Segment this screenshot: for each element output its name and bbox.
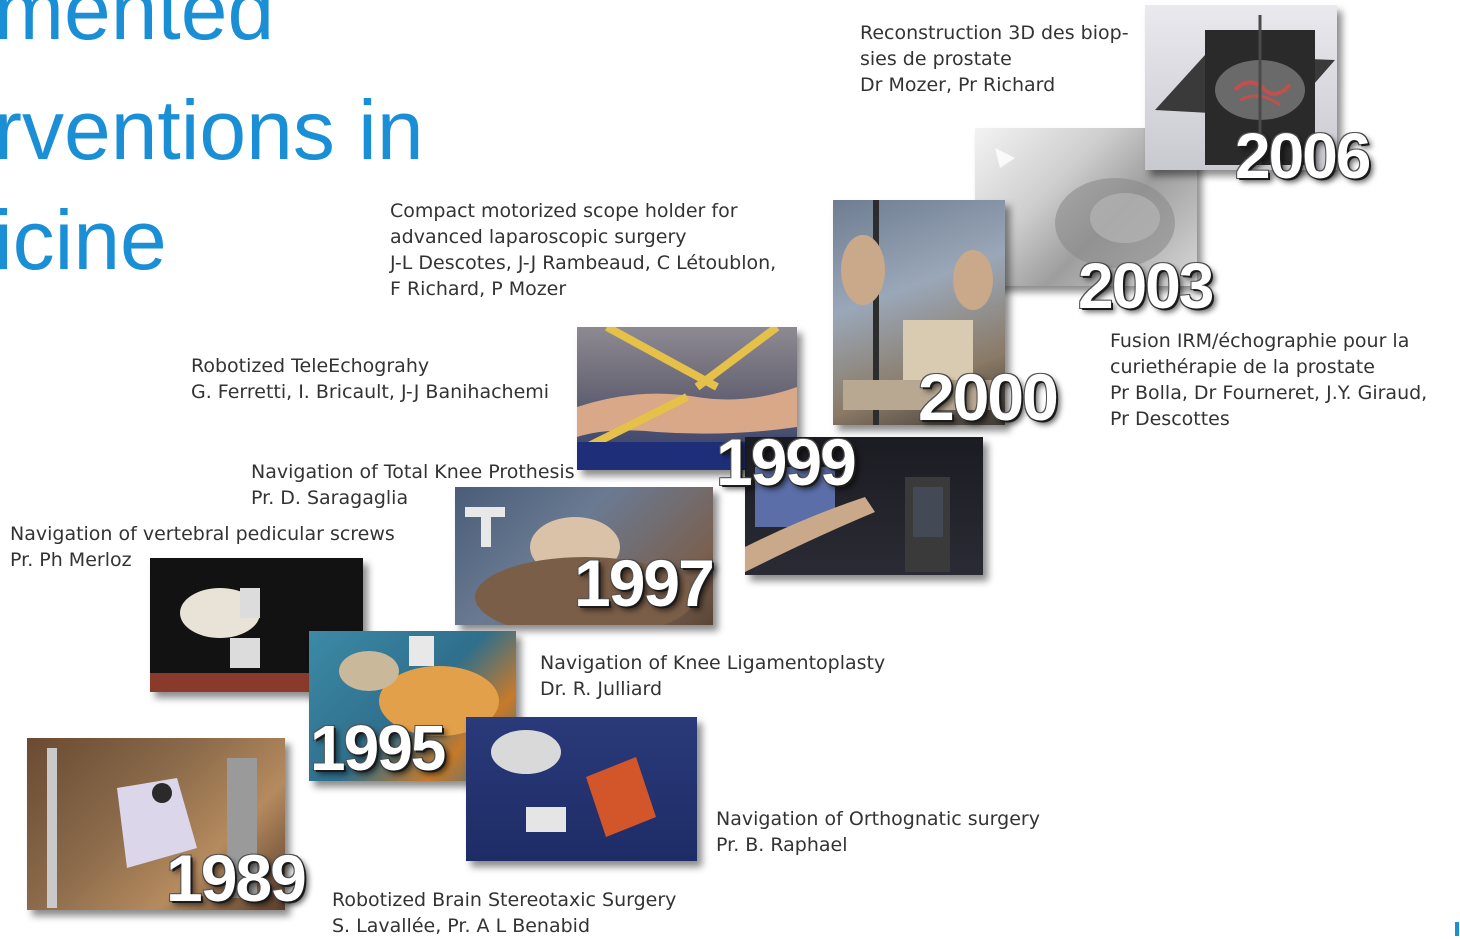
knee-marker-icon <box>465 507 695 625</box>
photo-tele-echography-patient <box>577 327 797 470</box>
ultrasound-image-icon <box>995 148 1175 268</box>
caption-vertebral-screws: Navigation of vertebral pedicular screws… <box>10 523 395 571</box>
caption-1989: Robotized Brain Stereotaxic Surgery S. L… <box>332 889 677 937</box>
spine-marker-icon <box>150 588 310 692</box>
caption-2006: Reconstruction 3D des biop- sies de pros… <box>860 22 1129 96</box>
caption-2003: Fusion IRM/échographie pour la curiethér… <box>1110 330 1428 430</box>
photo-orthognatic-navigation <box>466 717 697 861</box>
year-label-1997: 1997 <box>574 546 715 620</box>
caption-orthognatic: Navigation of Orthognatic surgery Pr. B.… <box>716 808 1040 856</box>
jaw-surgery-icon <box>491 730 656 837</box>
title-line-2: rventions in <box>0 83 424 177</box>
year-label-2000: 2000 <box>918 360 1059 434</box>
3d-reconstruction-icon <box>1155 15 1335 165</box>
caption-2000: Compact motorized scope holder for advan… <box>390 200 777 300</box>
title-line-3: icine <box>0 193 167 287</box>
year-label-1995: 1995 <box>310 712 446 784</box>
photo-tele-echography-console <box>745 437 983 575</box>
year-label-2006: 2006 <box>1235 120 1371 192</box>
caption-1999: Robotized TeleEchograhy G. Ferretti, I. … <box>191 355 550 403</box>
photo-scope-holder <box>833 200 1005 425</box>
stereotaxic-robot-icon <box>47 748 257 908</box>
year-label-2003: 2003 <box>1078 250 1214 322</box>
title-line-1: mented <box>0 0 275 57</box>
year-label-1999: 1999 <box>716 425 857 499</box>
year-label-1989: 1989 <box>166 841 307 915</box>
caption-1997: Navigation of Total Knee Prothesis Pr. D… <box>251 461 575 509</box>
laparoscopy-robot-icon <box>841 200 993 425</box>
remote-console-icon <box>745 467 950 572</box>
photo-total-knee-navigation <box>455 487 713 625</box>
photo-brain-stereotaxic-robot <box>27 738 285 910</box>
slide-edge-marker <box>1455 922 1459 936</box>
tele-echography-robot-icon <box>577 327 797 470</box>
caption-1995: Navigation of Knee Ligamentoplasty Dr. R… <box>540 652 886 700</box>
photo-3d-biopsy-reconstruction <box>1145 5 1337 170</box>
